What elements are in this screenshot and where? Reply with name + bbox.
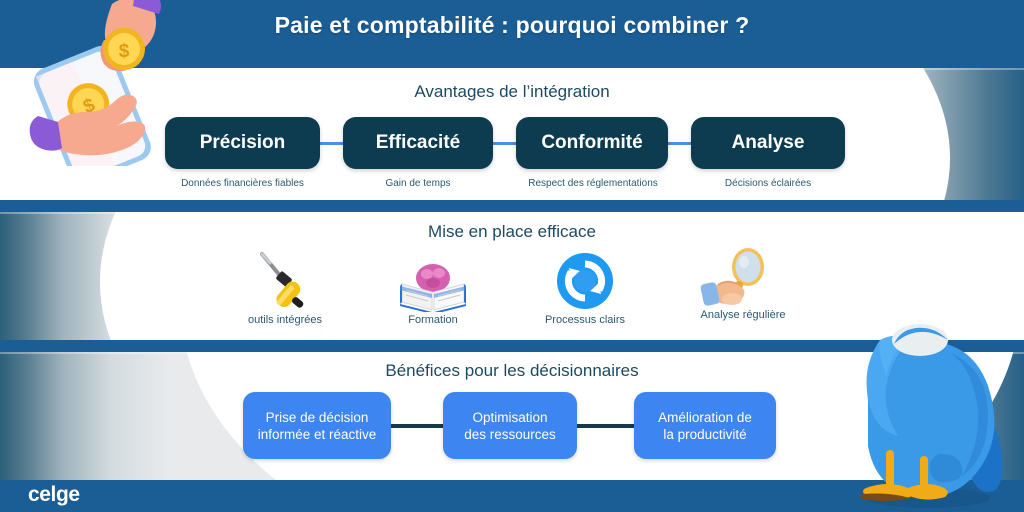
advantage-box-efficacite[interactable]: Efficacité — [343, 117, 493, 169]
benefit-box-resources[interactable]: Optimisation des ressources — [443, 392, 577, 459]
advantage-caption-precision: Données financières fiables — [181, 178, 304, 189]
implementation-item-process[interactable]: Processus clairs — [530, 250, 640, 326]
benefits-section-title: Bénéfices pour les décisionnaires — [385, 361, 639, 380]
footer-band — [0, 480, 1024, 512]
advantage-box-label: Analyse — [731, 132, 805, 153]
implementation-item-formation[interactable]: Formation — [378, 250, 488, 326]
divider-band-2 — [0, 340, 1024, 352]
page-title: Paie et comptabilité : pourquoi combiner… — [274, 12, 750, 38]
implementation-item-analysis[interactable]: Analyse régulière — [688, 245, 798, 321]
advantages-section-title: Avantages de l’intégration — [414, 82, 610, 101]
advantage-box-analyse[interactable]: Analyse — [691, 117, 845, 169]
benefits-connector-2 — [572, 424, 634, 428]
implementation-item-label: outils intégrées — [248, 314, 322, 326]
advantage-caption-conformite: Respect des réglementations — [528, 178, 658, 189]
advantages-connector-2 — [490, 142, 524, 145]
panel2-white-fill — [220, 212, 780, 340]
benefit-box-decision[interactable]: Prise de décision informée et réactive — [243, 392, 391, 459]
advantages-connector-3 — [660, 142, 694, 145]
blue-bird-mascot-illustration — [828, 322, 1024, 512]
refresh-arrows-icon — [530, 250, 640, 312]
hand-dropping-coin-illustration: $ $ — [0, 0, 209, 183]
implementation-item-tools[interactable]: outils intégrées — [230, 250, 340, 326]
advantage-box-conformite[interactable]: Conformité — [516, 117, 668, 169]
benefit-box-productivity[interactable]: Amélioration de la productivité — [634, 392, 776, 459]
implementation-item-label: Processus clairs — [544, 314, 626, 326]
celge-logo[interactable]: celge — [28, 483, 80, 506]
benefit-box-label: Amélioration de la productivité — [658, 409, 752, 442]
advantages-connector-1 — [316, 142, 350, 145]
implementation-section-title: Mise en place efficace — [428, 222, 596, 241]
advantage-box-label: Conformité — [541, 132, 643, 153]
divider-band-1 — [0, 200, 1024, 212]
hand-magnifier-icon — [688, 245, 798, 307]
benefit-box-label: Optimisation des ressources — [464, 409, 556, 442]
benefit-box-label: Prise de décision informée et réactive — [257, 409, 377, 442]
svg-text:$: $ — [119, 41, 130, 62]
advantage-caption-analyse: Décisions éclairées — [724, 178, 812, 189]
implementation-item-label: Formation — [408, 314, 458, 326]
screwdriver-icon — [230, 250, 340, 312]
advantage-box-label: Efficacité — [375, 132, 461, 153]
header-band — [0, 0, 1024, 68]
benefits-connector-1 — [386, 424, 448, 428]
advantage-box-label: Précision — [199, 132, 286, 153]
implementation-item-label: Analyse régulière — [700, 309, 786, 321]
book-brain-icon — [378, 250, 488, 314]
advantage-caption-efficacite: Gain de temps — [385, 178, 451, 189]
implementation-panel — [0, 212, 1024, 340]
advantage-box-precision[interactable]: Précision — [165, 117, 320, 169]
